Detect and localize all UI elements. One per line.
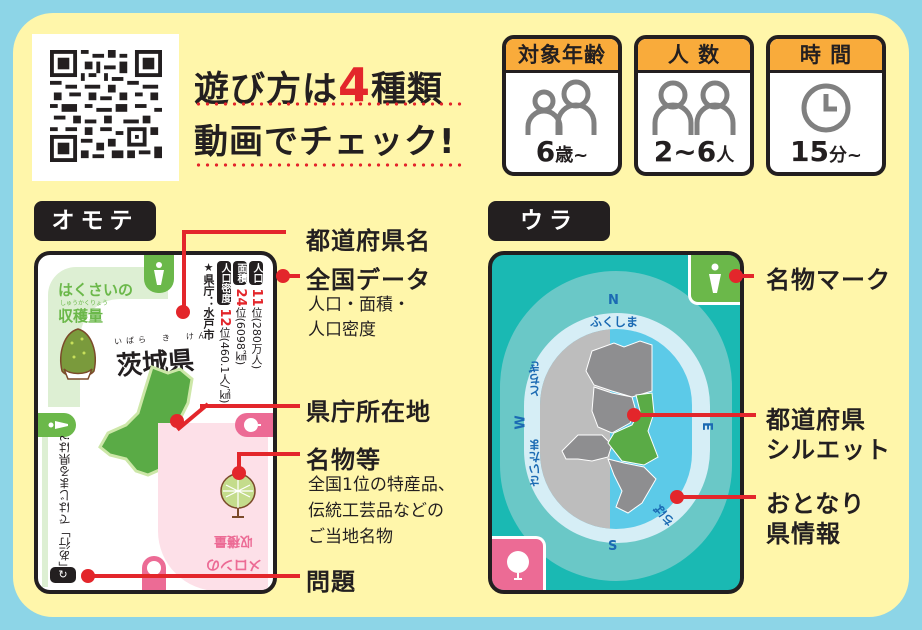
label-specialty-mark: 名物マーク [766,266,891,294]
rotate-icon: ↻ [50,567,76,583]
specialty-mark-tab-left [38,413,76,437]
connector [734,274,754,278]
connector [237,452,300,456]
card-side-strip [42,437,48,587]
qr-code-icon [50,50,162,162]
neighbor-west-top: とちぎ [528,361,542,397]
connector [634,413,756,417]
dotted-divider [194,102,464,106]
melon-icon [507,551,529,580]
info-box-label: 人 数 [638,39,750,73]
connector [280,274,300,278]
melon-icon [244,418,261,432]
info-box-age: 対象年齢 6歳~ [502,35,622,176]
carrot-icon [709,263,721,293]
carrot-icon [48,421,68,429]
back-tag: ウラ [488,201,610,241]
compass-south: S [608,539,618,554]
label-specialty-sub-3: ご当地名物 [308,527,393,547]
connector [676,495,756,499]
info-box-time: 時 間 15分~ [766,35,886,176]
info-box-value: 15分~ [789,135,863,168]
connector-dot [176,305,190,319]
compass-north: N [608,293,619,308]
specialty-title: はくさいの [58,281,134,299]
connector-dot [232,466,246,480]
label-specialty-sub-2: 伝統工芸品などの [308,501,444,521]
front-card: はくさいの しゅうかくりょう 収穫量 いばら き けん 茨城県 人口 11位(2… [34,251,277,594]
neighbor-west-bottom: さいたま [528,439,542,487]
connector [237,455,241,473]
label-question: 問題 [306,568,356,596]
label-neighbor-2: 県情報 [766,520,841,548]
label-specialty: 名物等 [306,446,381,474]
label-neighbor-1: おとなり [766,490,866,518]
title-line-2: 動画でチェック! [194,122,456,162]
bottom-specialty-background [158,423,268,590]
chinese-cabbage-icon [60,328,96,380]
label-national-data-sub-2: 人口密度 [308,320,376,340]
bottom-specialty-title: メロンの [206,556,262,572]
stat-area: 面積 24位(6098㎢) [233,261,248,366]
region-map [561,340,659,514]
dotted-divider [194,163,464,167]
specialty-mark-tab-right [235,413,273,437]
connector [182,230,186,310]
neighbor-north: ふくしま [590,315,639,329]
specialty-mark-bottom [492,536,546,590]
bottom-specialty-subtitle: 収穫量 [214,533,254,548]
specialty-ruby: しゅうかくりょう [60,300,109,307]
info-box-label: 時 間 [770,39,882,73]
stat-population: 人口 11位(280万人) [249,261,264,370]
connector [88,574,300,578]
clock-icon [770,79,882,139]
label-national-data-sub-1: 人口・面積・ [308,295,410,315]
label-prefecture-name: 都道府県名 [306,227,431,255]
stat-density: 人口密度 12位(460.1人/㎢) [217,261,232,404]
question-text: 「あ行」ではじまる県は? [58,435,72,574]
two-people-icon [638,79,750,139]
connector-dot [170,414,184,428]
carrot-icon [154,262,164,285]
label-capital: 県庁所在地 [306,398,431,426]
specialty-mark-tab-bottom [142,556,166,590]
label-silhouette-1: 都道府県 [766,406,866,434]
info-box-label: 対象年齢 [506,39,618,73]
back-card: N S E W ふくしま とちぎ さいたま ちば [488,251,744,594]
melon-illustration [220,473,256,518]
connector [200,404,300,408]
info-box-players: 人 数 2~6人 [634,35,754,176]
label-silhouette-2: シルエット [766,436,891,464]
front-tag: オモテ [34,201,156,241]
specialty-mark-tab [144,255,174,293]
compass-east: E [698,422,714,431]
label-specialty-sub-1: 全国1位の特産品、 [308,475,455,495]
specialty-subtitle: 収穫量 [58,307,104,325]
info-box-value: 2~6人 [653,135,735,168]
connector [182,230,286,234]
capital-text: ★県庁：水戸市 [202,261,215,340]
two-people-icon [506,79,618,139]
melon-icon [147,561,161,575]
label-national-data: 全国データ [306,266,431,294]
info-box-value: 6歳~ [535,135,589,168]
qr-code-box[interactable] [32,34,179,181]
compass-west: W [513,415,529,430]
